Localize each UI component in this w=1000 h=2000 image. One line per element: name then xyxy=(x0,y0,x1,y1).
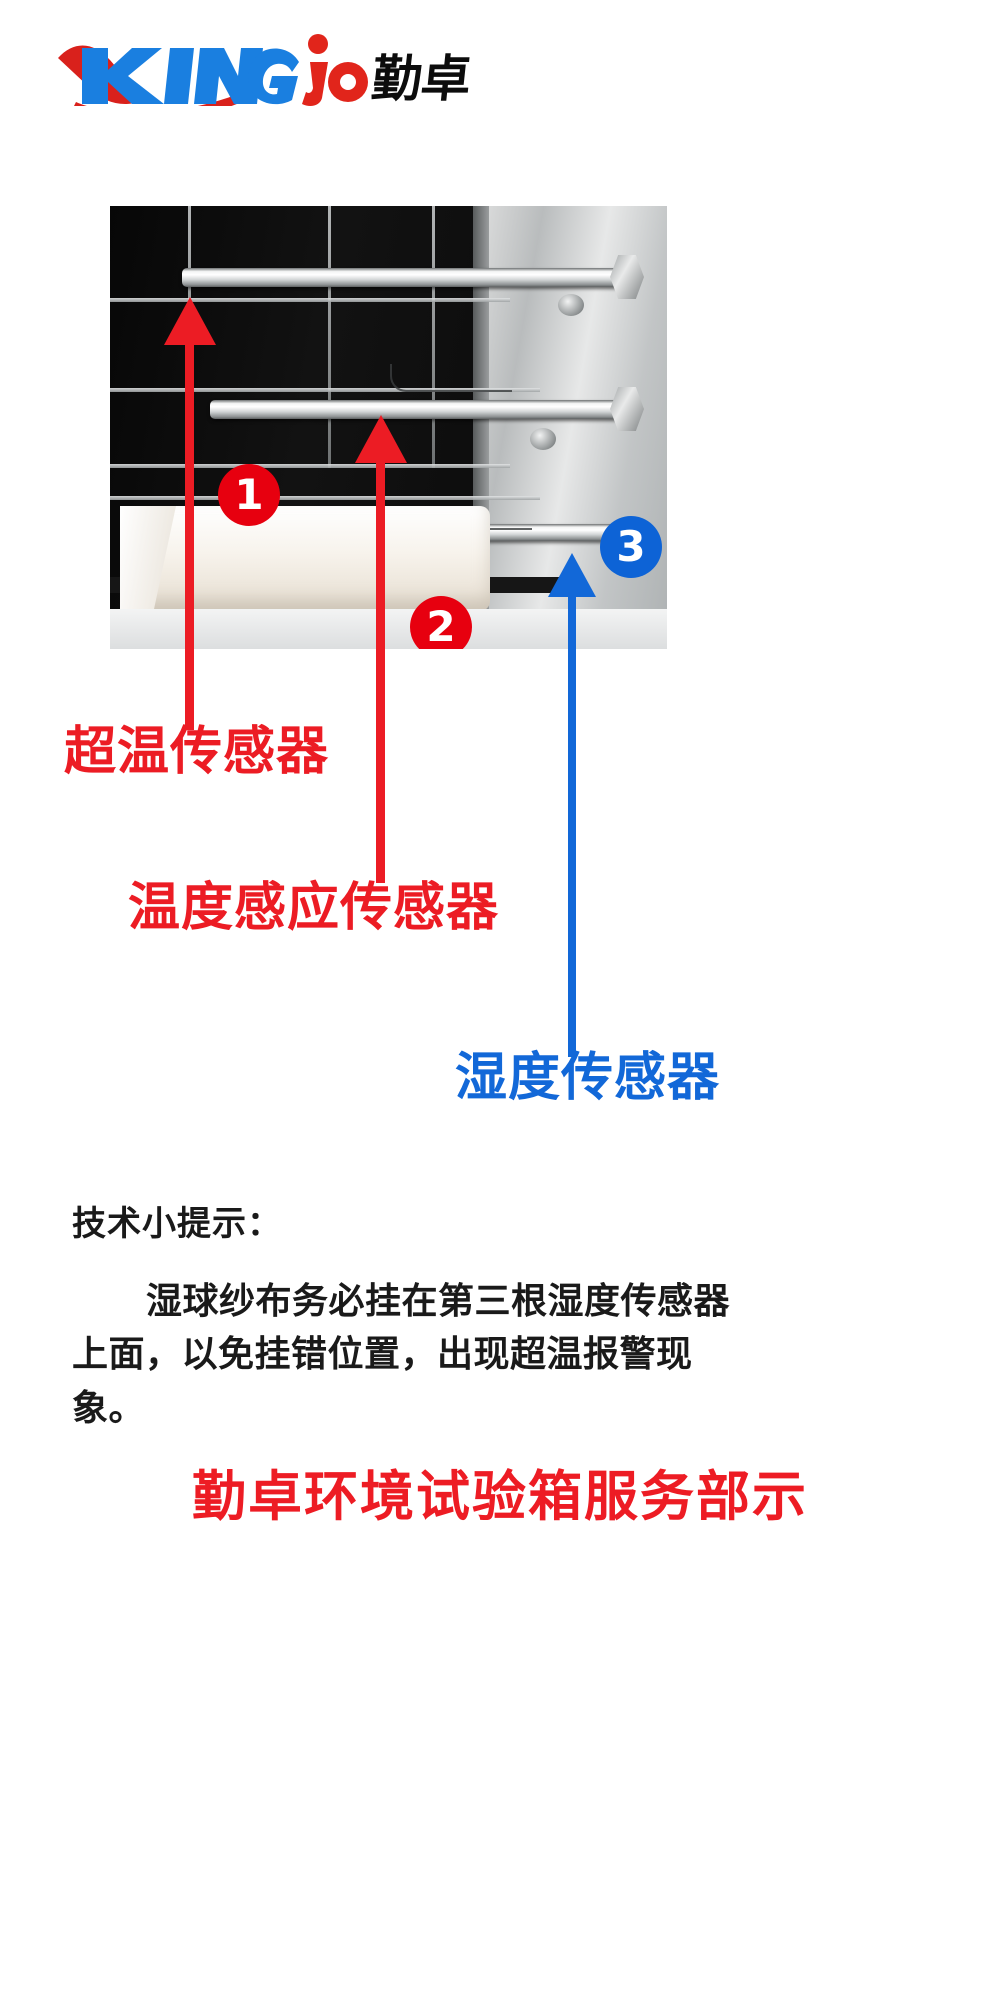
probe-nut-1 xyxy=(610,255,644,299)
probe-nut-2 xyxy=(610,387,644,431)
probe-cable-2 xyxy=(390,364,512,392)
photo-marker-2[interactable]: 2 xyxy=(410,596,472,649)
tip-body: 湿球纱布务必挂在第三根湿度传感器上面，以免挂错位置，出现超温报警现象。 xyxy=(72,1281,731,1429)
shelf-rail xyxy=(110,464,510,468)
photo-marker-3[interactable]: 3 xyxy=(600,516,662,578)
shelf-rail xyxy=(110,388,540,392)
logo-jo-mark xyxy=(302,32,370,106)
shelf-rib xyxy=(432,206,435,468)
label-over-temperature-sensor: 超温传感器 xyxy=(64,722,330,782)
probe-boss-1 xyxy=(558,294,584,316)
chamber-floor xyxy=(110,609,667,649)
equipment-photo: 1 2 3 xyxy=(110,206,667,649)
photo-canvas: 1 2 3 xyxy=(110,206,667,649)
footer-banner: 勤卓环境试验箱服务部示 xyxy=(0,1452,1000,1531)
tip-heading: 技术小提示： xyxy=(72,1204,282,1244)
wet-bulb-gauze xyxy=(120,506,490,611)
shelf-rail xyxy=(110,496,540,500)
logo-wordmark xyxy=(52,32,302,122)
shelf-rib xyxy=(188,382,191,502)
shelf-rail xyxy=(110,298,510,302)
label-temperature-sensing-sensor: 温度感应传感器 xyxy=(128,878,500,938)
kingjo-logo[interactable]: 勤卓 xyxy=(52,34,474,122)
sensor-probe-1 xyxy=(182,268,632,287)
sensor-probe-2 xyxy=(210,400,635,419)
footer-service-text: 勤卓环境试验箱服务部示 xyxy=(192,1465,808,1528)
shelf-rib xyxy=(328,206,331,468)
probe-boss-2 xyxy=(530,428,556,450)
technical-tip-block: 技术小提示： 湿球纱布务必挂在第三根湿度传感器上面，以免挂错位置，出现超温报警现… xyxy=(72,1196,932,1435)
photo-marker-1[interactable]: 1 xyxy=(218,464,280,526)
label-humidity-sensor: 湿度传感器 xyxy=(455,1048,721,1108)
logo-chinese-name: 勤卓 xyxy=(368,50,474,108)
brand-header: 勤卓 xyxy=(0,0,1000,170)
